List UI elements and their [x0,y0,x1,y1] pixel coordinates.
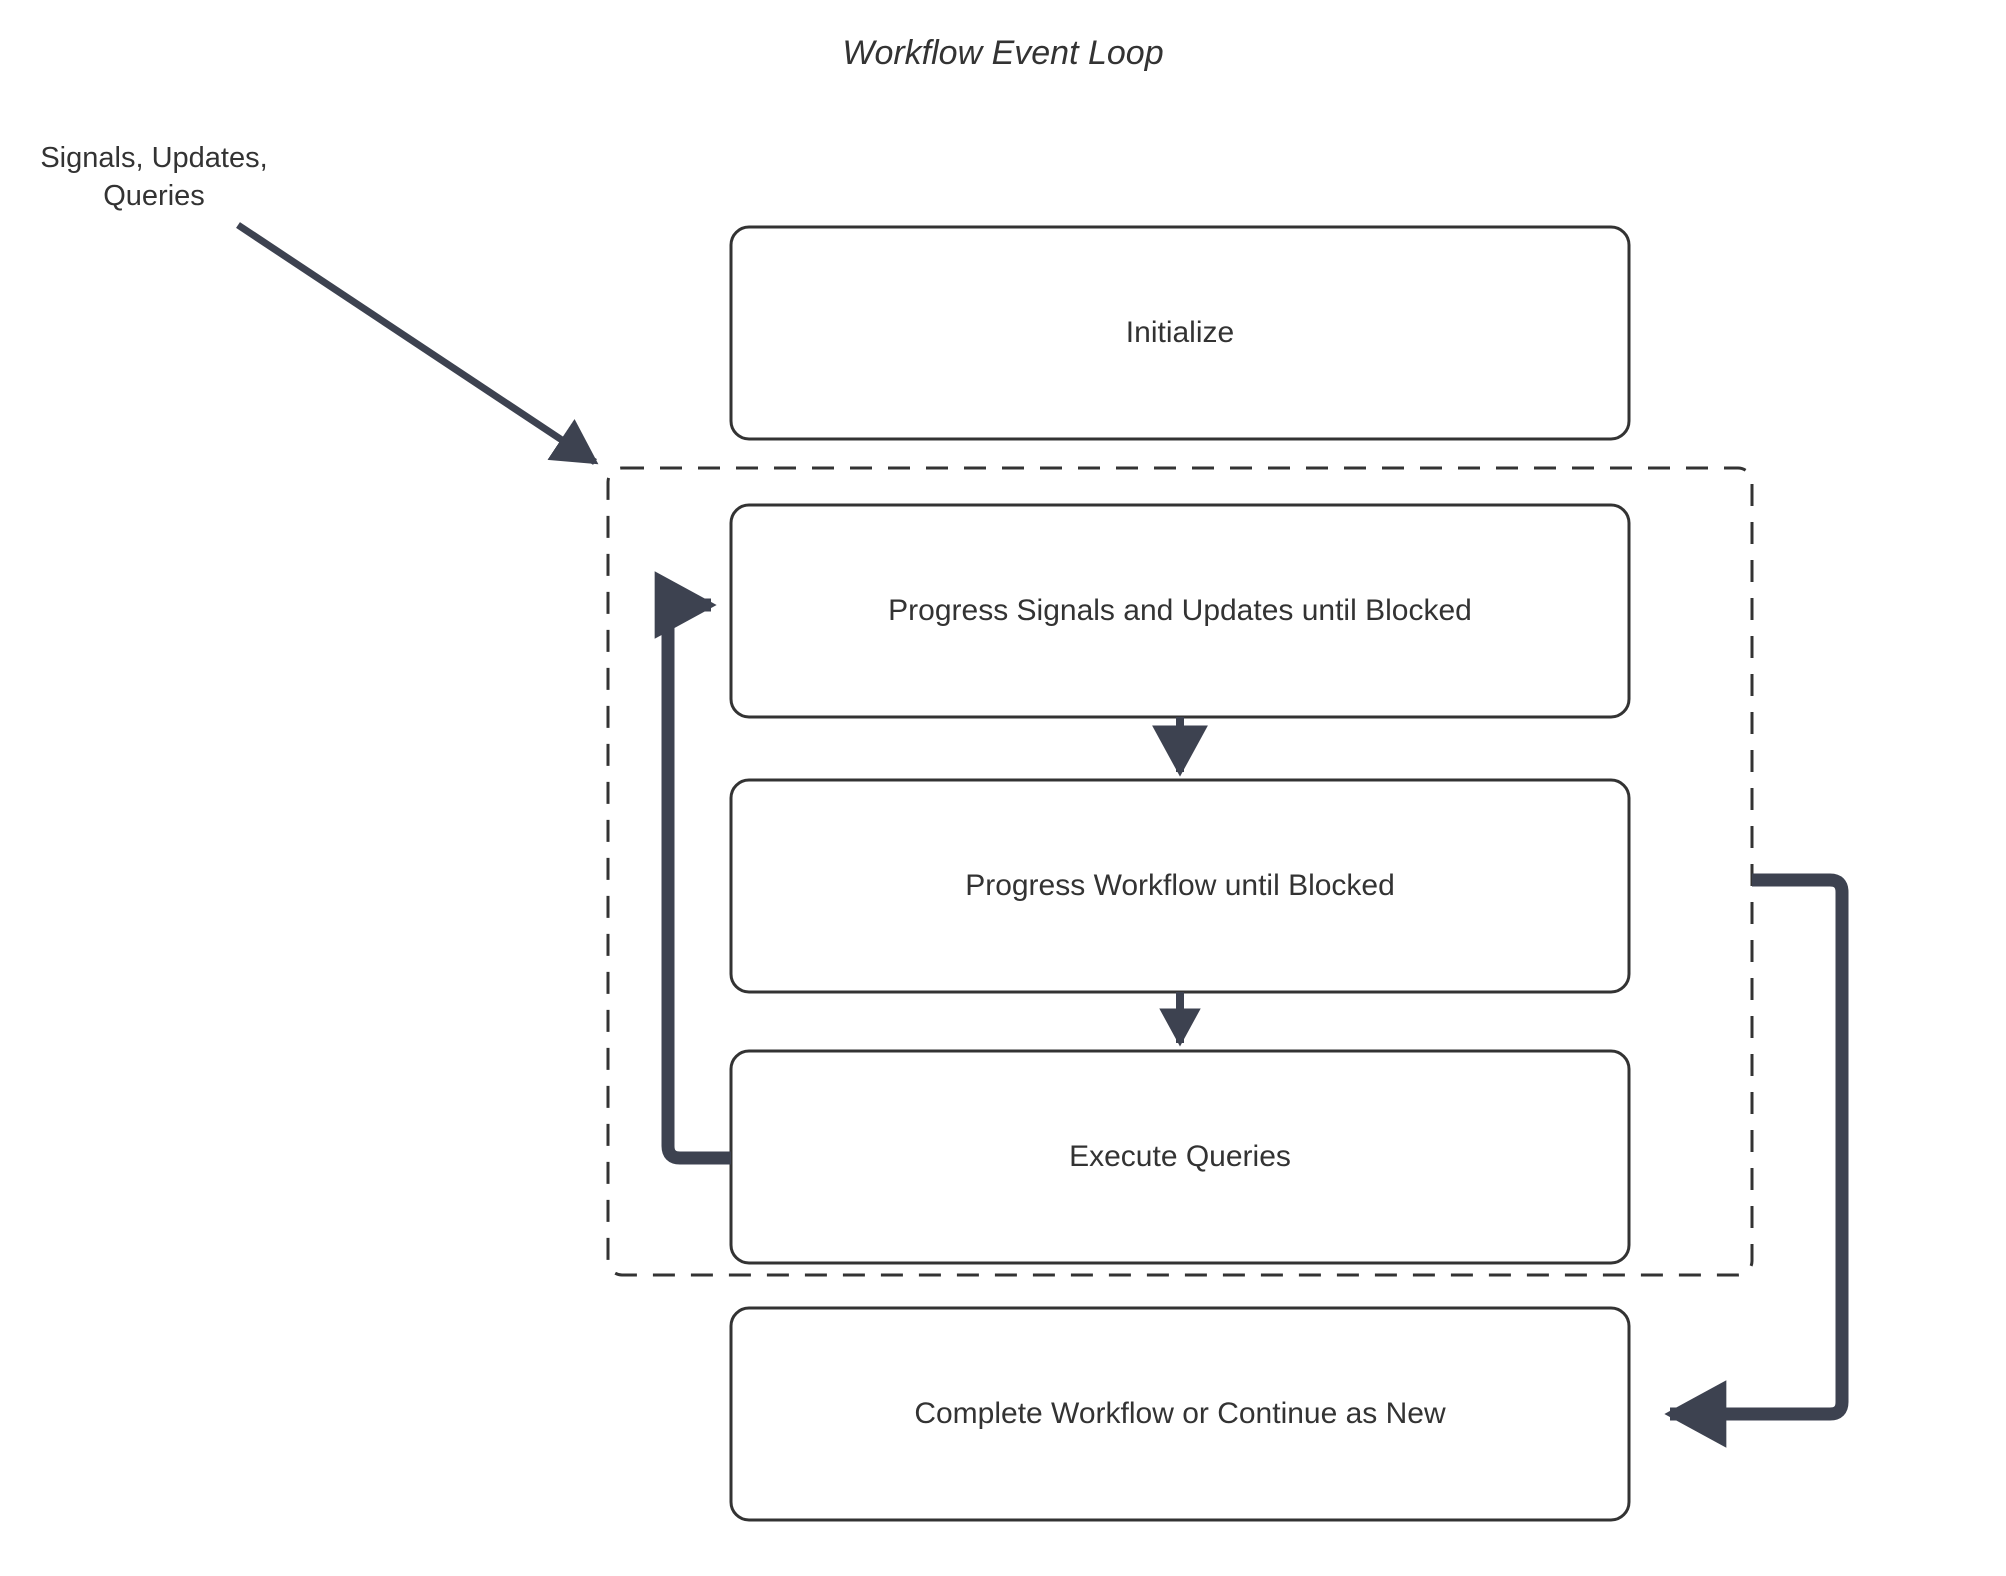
edge-label-signals-updates-queries: Signals, Updates, Queries [40,142,268,212]
node-box-progress-workflow[interactable] [729,778,1631,994]
edge-loop-to-complete [1664,873,1849,1448]
node-box-initialize[interactable] [729,225,1631,441]
node-box-progress-signals[interactable] [729,503,1631,719]
edge-signals-into-loop [236,222,599,465]
diagram-title: Workflow Event Loop [842,34,1164,72]
event-loop-dashed-container [606,466,1754,1277]
node-box-complete-workflow[interactable] [729,1306,1631,1522]
node-box-execute-queries[interactable] [729,1049,1631,1265]
edge-queries-back-to-signals [654,571,731,1165]
